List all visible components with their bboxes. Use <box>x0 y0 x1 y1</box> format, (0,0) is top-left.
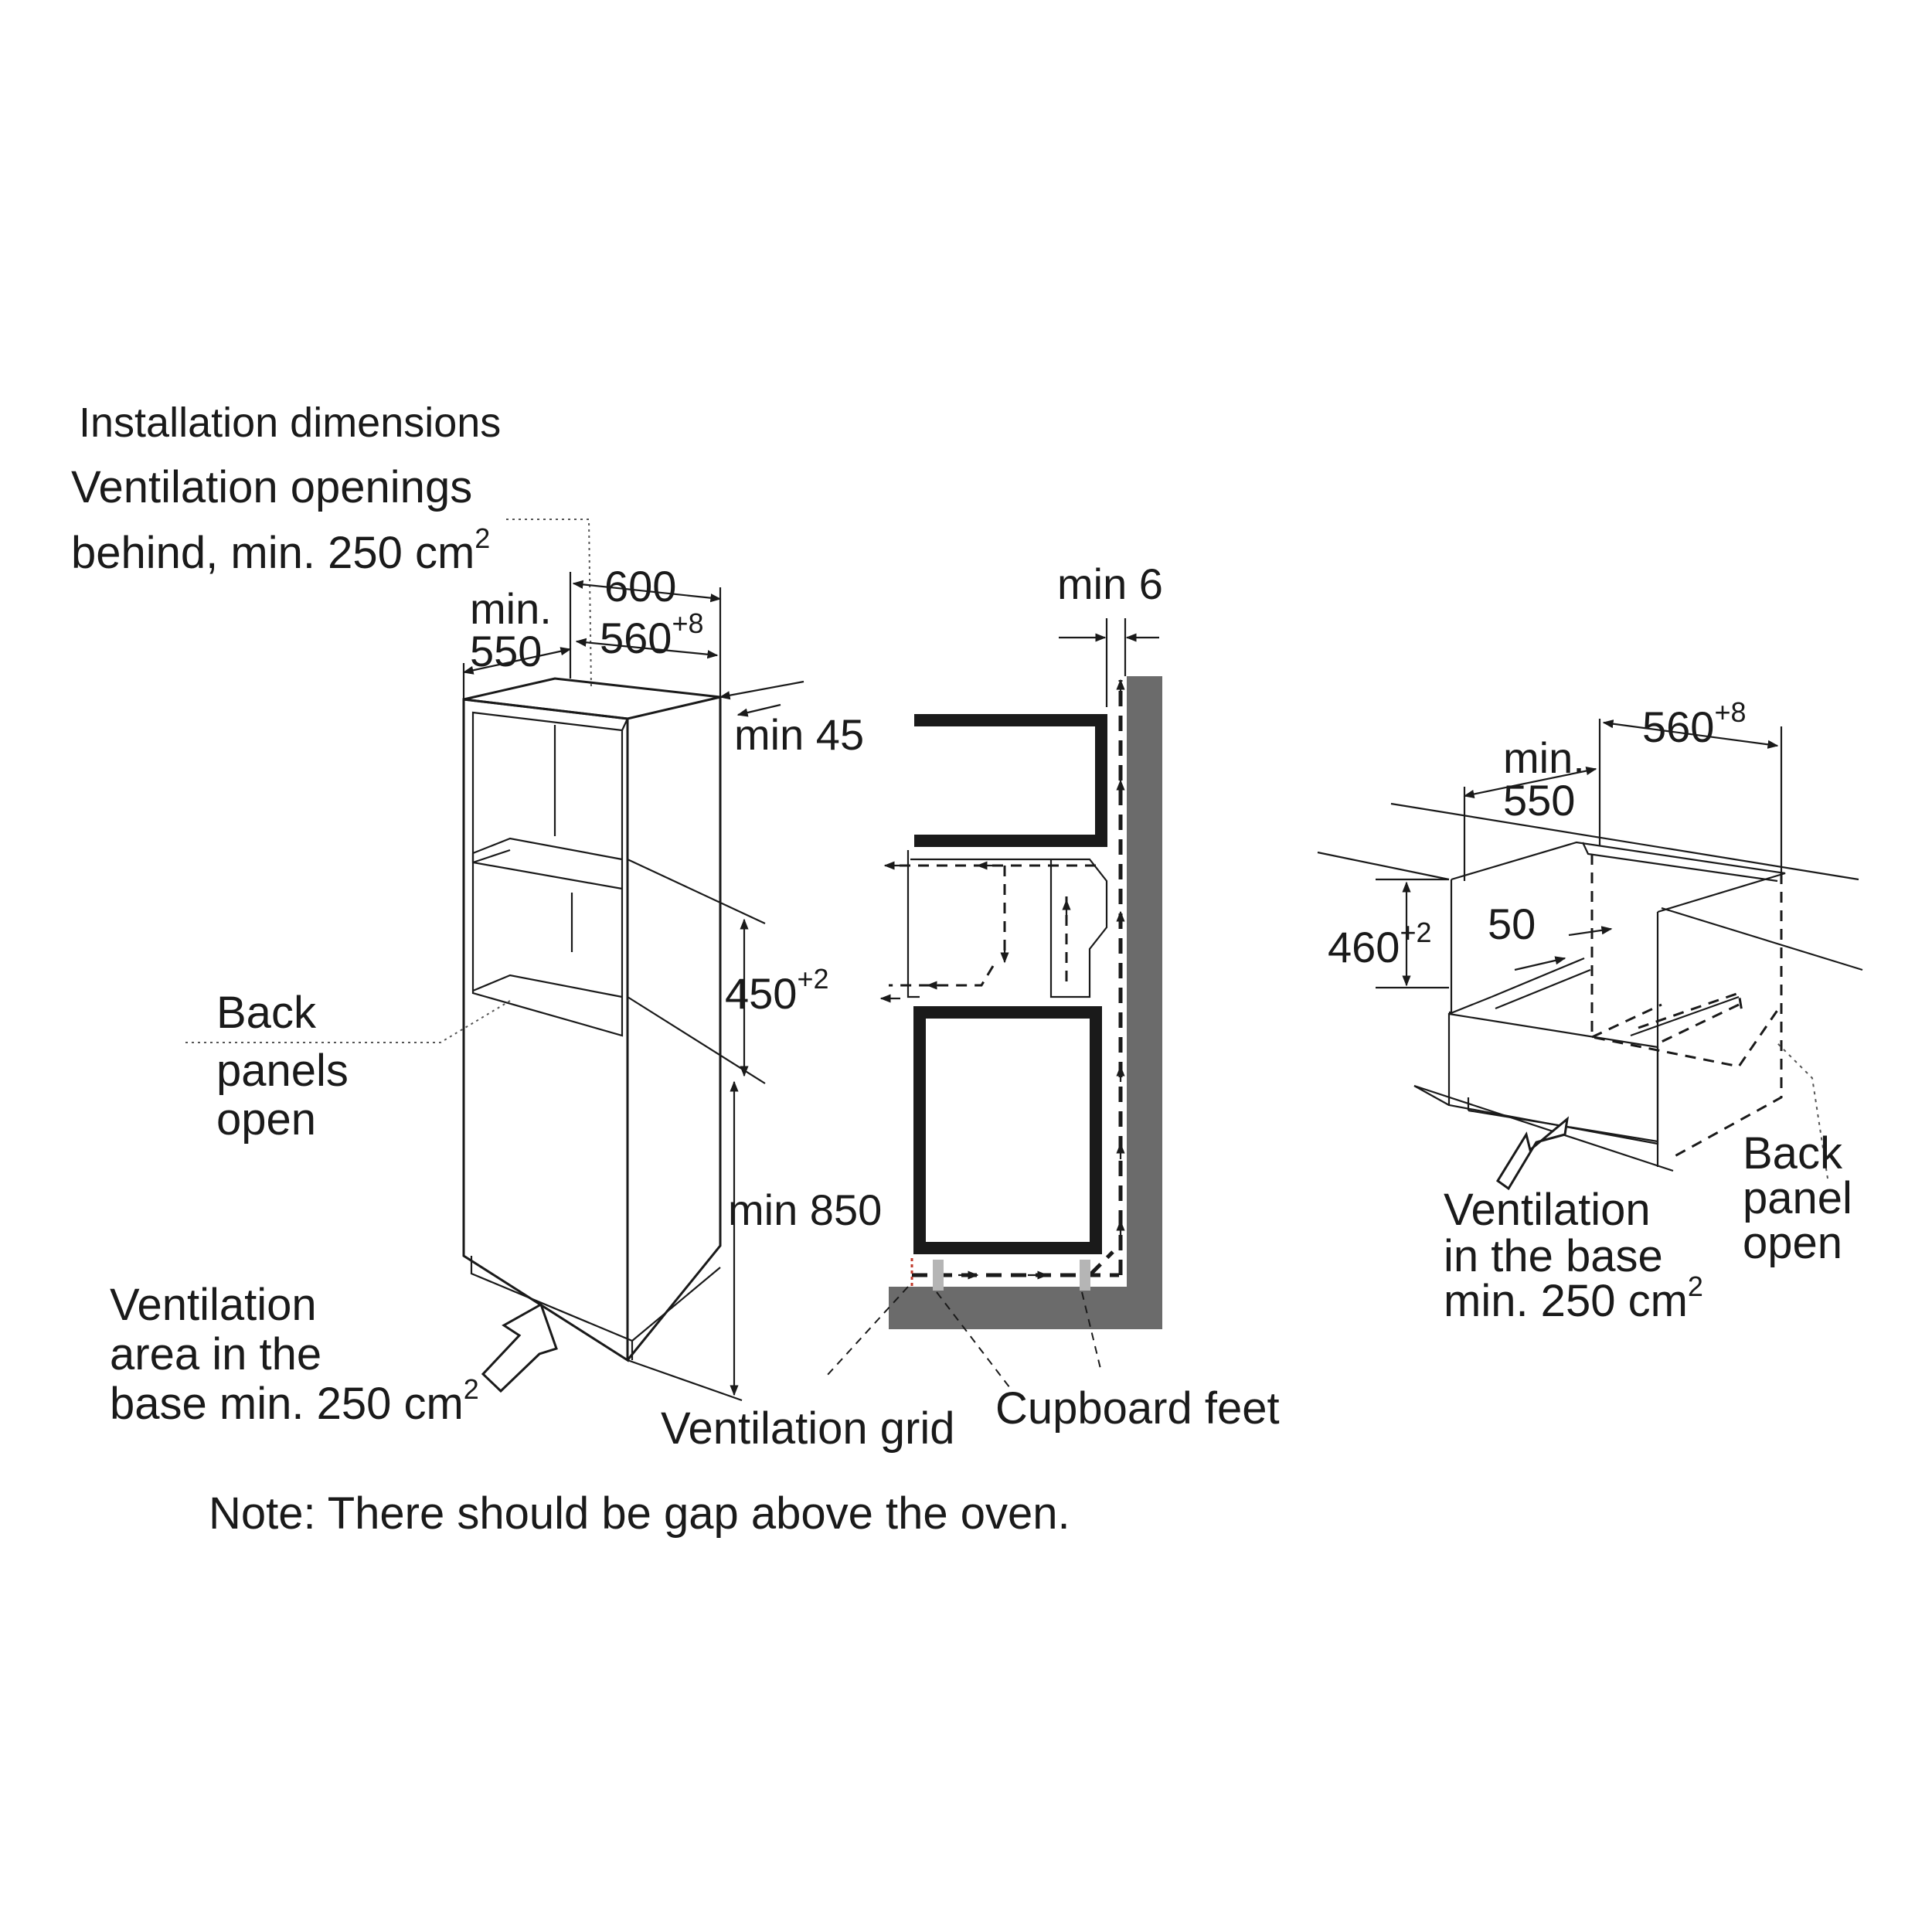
undercounter-unit <box>1317 719 1863 1179</box>
vent-base-arrow-icon <box>1495 1116 1570 1191</box>
vent-base-r-line2: in the base <box>1444 1231 1663 1281</box>
left-dimensions <box>462 572 804 1402</box>
cross-section <box>826 618 1162 1392</box>
dim-r-560: 560+8 <box>1642 696 1746 751</box>
dim-550: 550 <box>470 627 542 675</box>
vent-behind-line2: behind, min. 250 cm2 <box>71 522 490 578</box>
back-panel-r-line1: Back <box>1743 1128 1843 1179</box>
cupboard-foot-right <box>1080 1260 1090 1291</box>
dim-min-label: min. <box>470 584 552 633</box>
vent-area-arrow-icon <box>481 1302 558 1393</box>
dim-600: 600 <box>604 562 676 611</box>
dim-min850: min 850 <box>728 1185 882 1234</box>
back-panels-line3: open <box>216 1094 316 1145</box>
vent-area-line2: area in the <box>110 1329 321 1379</box>
dim-r-550: 550 <box>1503 776 1575 825</box>
vent-base-r-line3: min. 250 cm2 <box>1444 1270 1703 1326</box>
vent-area-line1: Ventilation <box>110 1280 317 1330</box>
dim-min6: min 6 <box>1057 560 1163 608</box>
back-panels-line1: Back <box>216 988 317 1038</box>
tall-cabinet <box>462 677 722 1362</box>
dim-560: 560+8 <box>600 607 703 662</box>
back-panels-line2: panels <box>216 1046 349 1096</box>
dim-r-460: 460+2 <box>1328 917 1431 971</box>
cupboard-foot-left <box>933 1260 944 1291</box>
vent-grid-label: Ventilation grid <box>661 1403 954 1454</box>
cupboard-feet-label: Cupboard feet <box>995 1383 1280 1434</box>
note: Note: There should be gap above the oven… <box>209 1488 1070 1539</box>
dim-r-50: 50 <box>1488 900 1536 948</box>
dim-450: 450+2 <box>725 963 828 1018</box>
dim-r-min: min. <box>1503 733 1585 782</box>
vent-area-line3: base min. 250 cm2 <box>110 1373 479 1429</box>
vent-behind-leader <box>506 519 592 689</box>
dim-min45: min 45 <box>734 710 864 759</box>
vent-behind-line1: Ventilation openings <box>71 462 472 512</box>
back-panels-leader <box>185 1000 511 1043</box>
back-panel-r-line3: open <box>1743 1218 1842 1268</box>
back-panel-r-line2: panel <box>1743 1173 1852 1223</box>
title: Installation dimensions <box>79 400 501 446</box>
vent-base-r-line1: Ventilation <box>1444 1185 1651 1235</box>
